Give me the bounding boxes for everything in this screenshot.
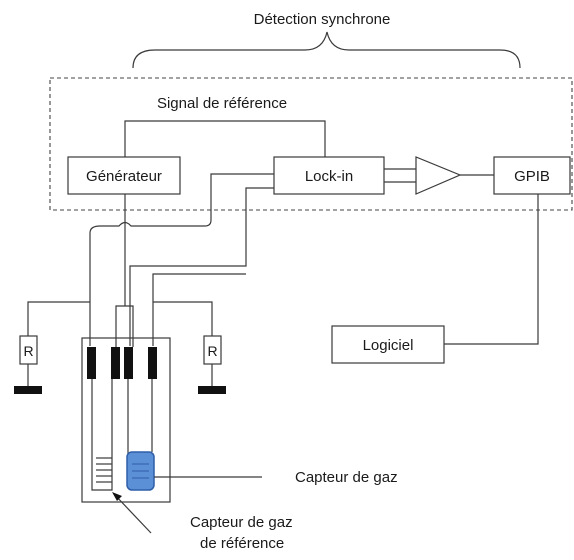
electrode-2 [111, 347, 120, 379]
left-resistor-label: R [23, 343, 33, 359]
electrode-1 [87, 347, 96, 379]
electrode-4 [148, 347, 157, 379]
generator-label: Générateur [86, 168, 162, 185]
left-resistor-wire [27, 301, 90, 336]
right-resistor-label: R [207, 343, 217, 359]
software-label: Logiciel [363, 337, 414, 354]
ref-sensor-tube [91, 379, 113, 491]
gas-sensor-label: Capteur de gaz [295, 469, 398, 486]
gpib-software-wire [444, 194, 539, 345]
reference-signal-label: Signal de référence [157, 95, 287, 112]
right-resistor-wire [153, 301, 213, 336]
sync-detection-region [49, 77, 573, 211]
amplifier-triangle [415, 156, 462, 195]
left-ground [14, 386, 42, 394]
sync-detection-title: Détection synchrone [254, 11, 391, 28]
gpib-box [493, 156, 571, 195]
right-ground [198, 386, 226, 394]
generator-to-electrode-wire [89, 173, 274, 346]
gpib-label: GPIB [514, 168, 550, 185]
brace [132, 31, 521, 69]
electrode-3 [124, 347, 133, 379]
lockin-label: Lock-in [305, 168, 353, 185]
ref-sensor-pointer [113, 493, 152, 534]
ref-sensor-label-line2: de référence [200, 535, 284, 552]
ref-sensor-label-line1: Capteur de gaz [190, 514, 293, 531]
lockin-box [273, 156, 385, 195]
generator-box [67, 156, 181, 195]
reference-signal-wire [124, 120, 326, 157]
lockin-input-wire-2 [152, 273, 246, 346]
ref-sensor-arrowhead [112, 492, 122, 501]
electrode-pair-top [115, 305, 134, 347]
lockin-input-wire-1 [129, 187, 274, 346]
sensor-housing [81, 337, 171, 503]
